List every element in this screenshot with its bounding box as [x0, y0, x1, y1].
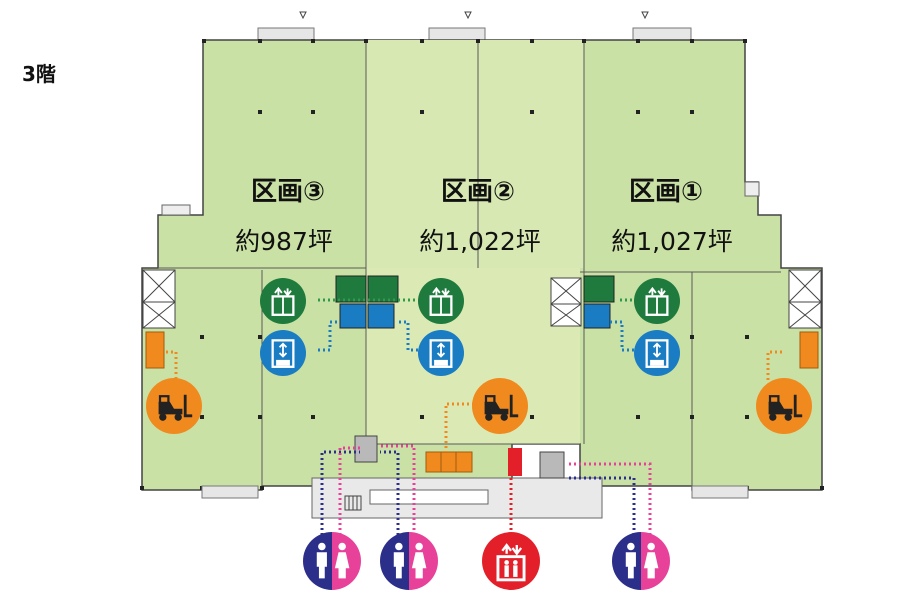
zone-1-area: 約1,027坪: [611, 227, 733, 256]
freight-elevator-icon: [418, 278, 464, 324]
connector-lines: [166, 298, 782, 535]
zone-3-area: 約987坪: [235, 227, 333, 256]
freight-elevator-icon: [634, 278, 680, 324]
central-bay: [366, 268, 580, 444]
rooftop-markers: [257, 11, 692, 41]
side-shafts: [142, 181, 822, 329]
partitions: [158, 40, 781, 486]
zone-2-area: 約1,022坪: [419, 227, 541, 256]
restroom-icon: [303, 532, 361, 590]
vertical-conveyor-icon: [634, 330, 680, 376]
vertical-conveyor-icon: [260, 330, 306, 376]
zone-2-name: 区画②: [441, 177, 515, 207]
zone-3-name: 区画③: [251, 177, 325, 207]
zone-1-name: 区画①: [629, 177, 703, 207]
bottom-docks: [201, 477, 749, 519]
forklift-icon: [472, 378, 528, 434]
passenger-elevator-icon: [482, 532, 540, 590]
vertical-conveyor-icon: [418, 330, 464, 376]
freight-elevator-icon: [260, 278, 306, 324]
floor-label: 3階: [22, 62, 56, 86]
forklift-icon: [756, 378, 812, 434]
forklift-icon: [146, 378, 202, 434]
restroom-icon: [380, 532, 438, 590]
restroom-icon: [612, 532, 670, 590]
elevator-shafts: [145, 275, 819, 479]
